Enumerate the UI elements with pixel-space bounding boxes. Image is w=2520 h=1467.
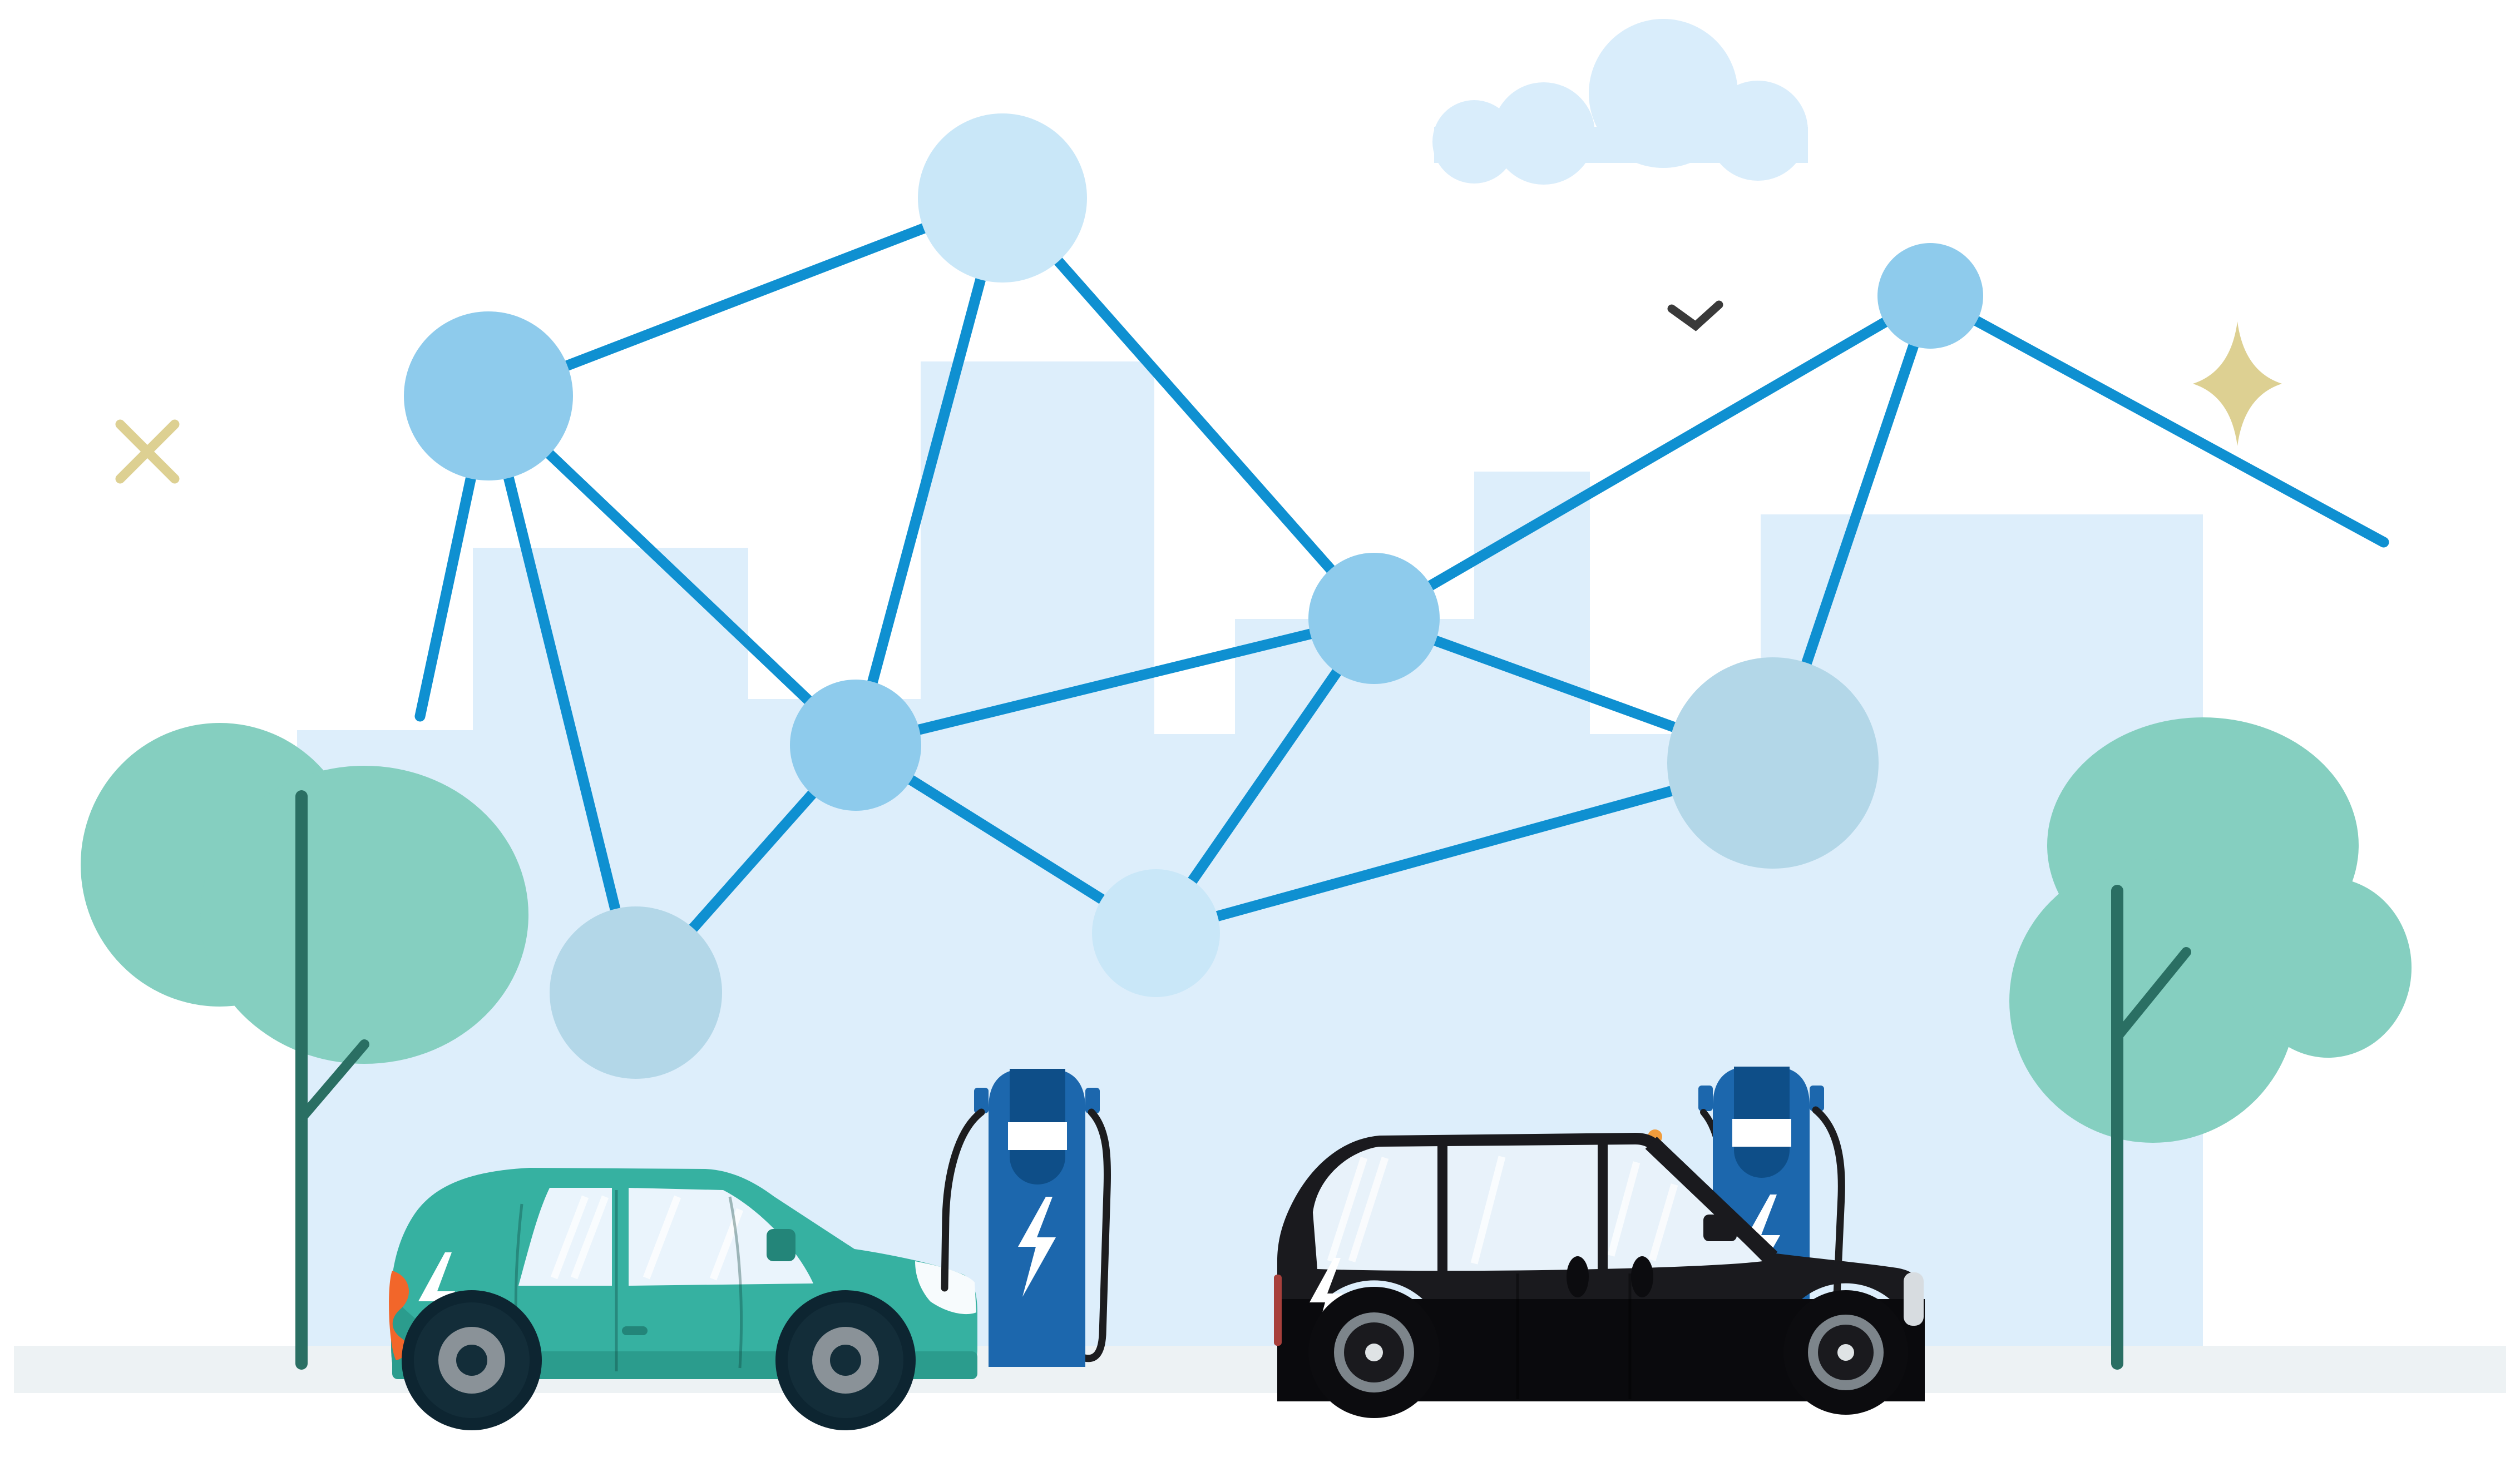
charging-cable <box>1081 1108 1111 1362</box>
charging-cable-plugged <box>941 1108 985 1292</box>
network-edge <box>850 613 1380 751</box>
tree-right <box>2009 717 2412 1370</box>
tail-light <box>1274 1275 1282 1346</box>
cloud <box>1432 19 1808 185</box>
tree-branch <box>298 1039 369 1122</box>
window-pillar <box>1598 1143 1608 1271</box>
network-node <box>918 113 1087 283</box>
window-streaks <box>550 1195 744 1281</box>
rear-wheel <box>414 1302 530 1418</box>
bird-chevron-icon <box>1667 300 1723 331</box>
network-edge <box>1150 757 1778 939</box>
rear-wheel <box>1308 1287 1440 1418</box>
network-node <box>790 680 921 811</box>
network-edge <box>483 390 641 998</box>
tree-left <box>81 723 528 1370</box>
headlight <box>1904 1272 1924 1326</box>
four-point-star-icon <box>2193 321 2282 446</box>
door-handle <box>1631 1256 1653 1297</box>
door-handle <box>622 1326 648 1335</box>
wing-mirror <box>1703 1215 1737 1241</box>
window-pillar <box>1437 1144 1447 1271</box>
network-edge <box>1925 290 2389 548</box>
electric-car-teal <box>389 1168 977 1430</box>
network-node <box>1667 657 1879 869</box>
tree-branch <box>2113 947 2191 1040</box>
network-edge <box>483 192 1008 402</box>
front-wheel <box>1783 1290 1908 1415</box>
station-screen <box>1008 1122 1067 1150</box>
car-rear-window <box>518 1188 612 1286</box>
front-wheel <box>788 1302 903 1418</box>
network-node <box>1092 869 1220 997</box>
lightning-bolt-icon <box>1310 1258 1343 1347</box>
network-nodes <box>404 113 1983 1079</box>
charging-station-left <box>974 1069 1111 1367</box>
network-edge <box>997 192 1380 624</box>
electric-taxi-black <box>1274 1129 1925 1418</box>
door-handle <box>1567 1256 1589 1297</box>
charging-cable <box>1812 1106 1845 1300</box>
door-seams <box>1516 1273 1632 1399</box>
network-node <box>1877 243 1983 349</box>
x-cross-icon <box>115 419 180 484</box>
rear-orange-decal <box>389 1271 409 1360</box>
a-pillar <box>1645 1137 1778 1264</box>
ground-strip <box>14 1346 2506 1393</box>
wing-mirror <box>767 1229 795 1261</box>
network-node <box>1308 553 1440 684</box>
lightning-bolt-icon <box>1018 1197 1056 1297</box>
cab-windows <box>1313 1144 1762 1271</box>
network-node <box>404 311 573 480</box>
station-screen <box>1732 1119 1791 1147</box>
network-node <box>550 906 722 1079</box>
network-edge <box>1368 290 1936 624</box>
window-streaks <box>1327 1156 1678 1265</box>
network-edge <box>850 192 1008 751</box>
